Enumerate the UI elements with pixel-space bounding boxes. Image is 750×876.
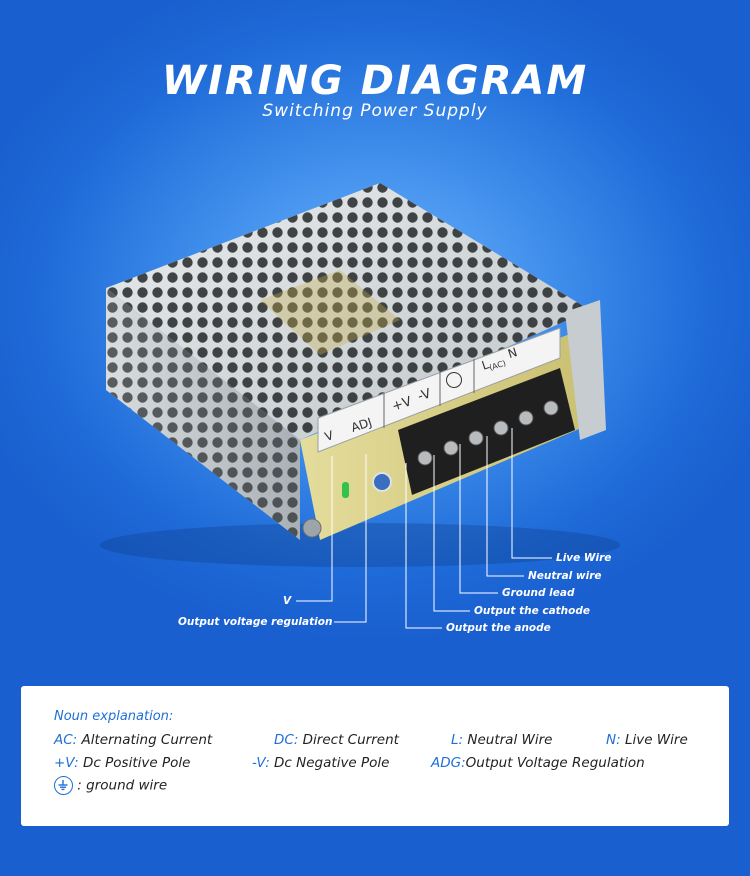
ground-icon [54,776,73,795]
terminal-screws [417,400,559,466]
callout-lines [296,428,552,629]
callout-v: V [283,595,292,607]
term-l: L: Neutral Wire [451,732,553,748]
label-strip [317,327,561,453]
term-minus-v: -V: Dc Negative Pole [252,755,390,771]
term-ac: AC: Alternating Current [54,732,213,748]
callout-live-wire: Live Wire [556,552,612,564]
term-dc: DC: Direct Current [274,732,399,748]
page-subtitle: Switching Power Supply [262,101,488,121]
ground-wire-text: : ground wire [77,777,168,794]
potentiometer [372,472,392,492]
callout-neutral-wire: Neutral wire [528,570,602,582]
explanation-heading: Noun explanation: [54,709,174,724]
right-end-cap [565,300,606,440]
callout-output-cathode: Output the cathode [474,605,591,617]
page-title: WIRING DIAGRAM [161,58,589,104]
explanation-panel: Noun explanation: AC: Alternating Curren… [21,686,729,826]
callout-output-voltage-regulation: Output voltage regulation [178,616,333,628]
term-plus-v: +V: Dc Positive Pole [54,755,191,771]
callout-ground-lead: Ground lead [502,587,575,599]
explanation-row-3: : ground wire [54,776,167,795]
term-n: N: Live Wire [606,732,688,748]
term-adg: ADG:Output Voltage Regulation [431,755,645,771]
unit-shadow [100,523,620,567]
callout-output-anode: Output the anode [446,622,551,634]
corner-screw [302,518,322,538]
terminal-block [398,368,575,495]
led [342,482,349,498]
